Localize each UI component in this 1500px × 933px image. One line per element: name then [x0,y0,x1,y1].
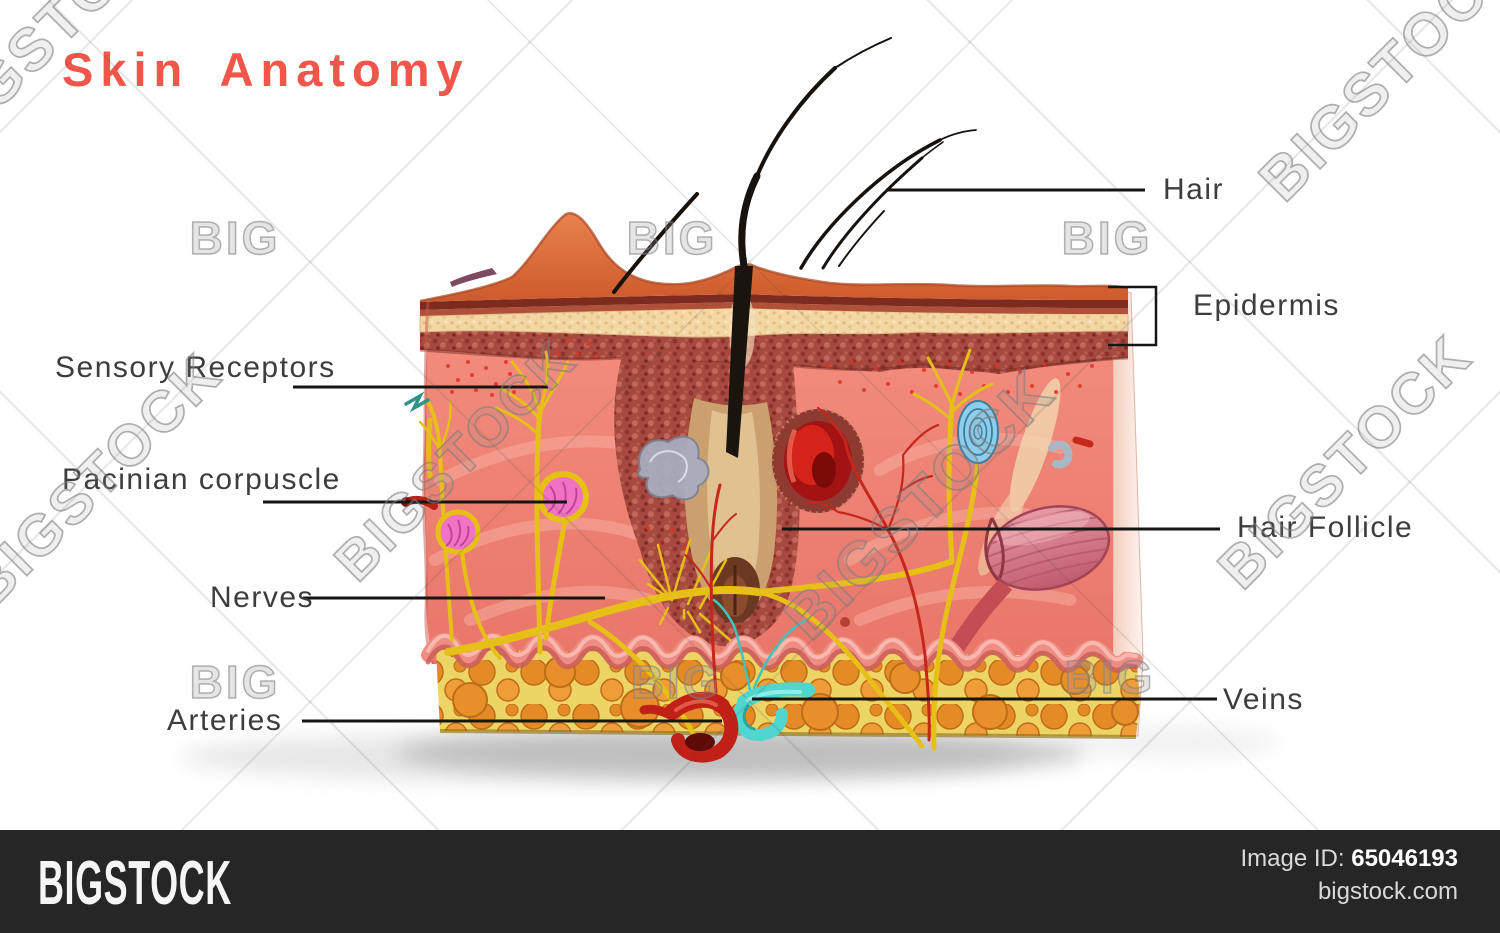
epidermis-bracket [1108,285,1158,347]
nerve-network [418,348,994,751]
hair-strand-left [612,192,699,294]
hair-strand-right-1 [799,138,942,270]
dermis-red-blob [840,617,850,627]
small-gray-vessel [1048,440,1073,469]
epidermis-rust-strip [420,302,1128,316]
follicle-nerve-plexus [638,538,732,642]
skin-surface-outline [419,211,1129,303]
pacinian-corpuscle-small [435,509,481,555]
image-id-value: 65046193 [1351,845,1458,872]
cut-nerve-teal [404,391,430,413]
image-id-line: Image ID: 65046193 [1241,842,1459,875]
block-left-edge [422,301,435,665]
pacinian-stem-small [460,550,502,660]
website-url: bigstock.com [1317,878,1458,905]
label-nerves: Nerves [210,581,315,614]
capillary-speckles [446,338,1094,550]
label-arteries: Arteries [167,704,283,737]
skin-surface-cap [420,213,1128,302]
epidermis-lower-edge [419,348,1129,372]
bulbous-corpuscle-blue [957,400,999,464]
image-id-label: Image ID: [1240,845,1345,872]
label-epidermis: Epidermis [1193,289,1340,322]
surface-sliver [450,268,497,287]
block-shadow [180,726,1280,783]
sweat-gland [637,435,710,501]
skin-anatomy-illustration [180,37,1280,783]
nerve-trunk [444,586,762,656]
page-title: Skin Anatomy [62,43,470,96]
label-hair-follicle: Hair Follicle [1237,511,1414,544]
bigstock-footer-bar: BIGSTOCK Image ID: 65046193 bigstock.com [0,830,1500,933]
hair-shaft-in-skin [726,266,753,458]
pacinian-corpuscle-large [537,471,589,523]
hair-strands [612,37,977,294]
epidermis-basal-layer [420,330,1128,374]
hair-follicle [614,356,800,647]
artery-shape [639,691,739,763]
hair-strand-main [738,172,761,270]
small-red-vessel [1072,436,1094,448]
footer-info: Image ID: 65046193 bigstock.com [1241,842,1459,908]
leader-lines [263,188,1220,723]
dermis-fat-boundary [421,633,1143,673]
hair-strand-right-3 [838,210,885,267]
vein-shape [712,598,815,741]
label-pacinian-corpuscle: Pacinian corpuscle [62,463,341,496]
label-veins: Veins [1223,683,1304,716]
label-hair: Hair [1163,173,1225,206]
label-sensory-receptors: Sensory Receptors [55,351,336,384]
epidermis-dark-strip [420,294,1128,310]
receptor-stem [931,459,981,751]
sweat-gland-highlight [649,450,688,483]
hair-strand-right-2 [821,156,924,270]
pacinian-stem-large [543,517,568,641]
bigstock-logo: BIGSTOCK [38,849,232,918]
